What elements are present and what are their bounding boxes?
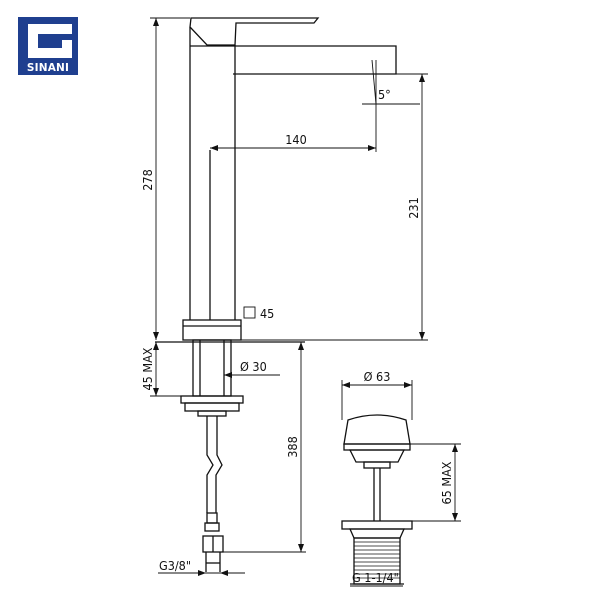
dim-shank-diameter: Ø 30 bbox=[240, 359, 267, 374]
drain-outline bbox=[341, 414, 413, 585]
drain-thread bbox=[354, 541, 400, 579]
dim-drain-max: 65 MAX bbox=[439, 461, 454, 504]
dim-hose-thread: G3/8" bbox=[159, 558, 191, 573]
faucet-outline bbox=[180, 17, 397, 572]
arrowheads bbox=[153, 18, 458, 576]
dim-max-deck: 45 MAX bbox=[140, 347, 155, 390]
dim-drain-thread: G 1-1/4" bbox=[352, 570, 399, 585]
dim-spout-angle: 5° bbox=[378, 87, 391, 102]
sinani-logo: SINANI bbox=[18, 17, 78, 75]
dim-total-height: 278 bbox=[140, 169, 155, 190]
dim-drain-diameter: Ø 63 bbox=[364, 369, 391, 384]
dim-body-square: 45 bbox=[260, 306, 274, 321]
dim-spout-height: 231 bbox=[406, 197, 421, 218]
dimension-lines bbox=[150, 17, 461, 587]
dim-hose-length: 388 bbox=[285, 436, 300, 457]
logo-text: SINANI bbox=[27, 62, 69, 74]
dim-spout-reach: 140 bbox=[285, 132, 306, 147]
